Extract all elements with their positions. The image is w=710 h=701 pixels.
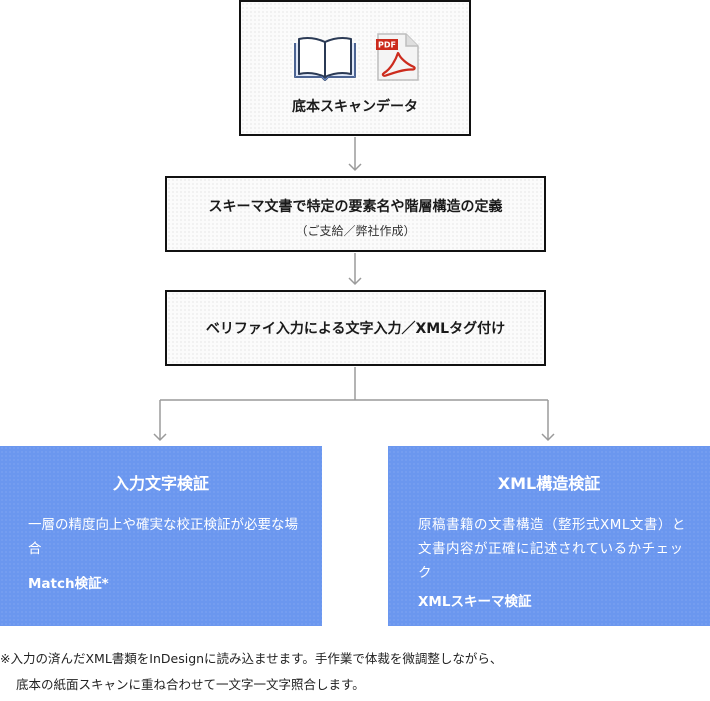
source-scan-label: 底本スキャンデータ — [292, 99, 418, 115]
xml-schema-tag: XMLスキーマ検証 — [418, 594, 532, 610]
pdf-badge-label: PDF — [378, 41, 396, 50]
footnote-line-1: ※入力の済んだXML書類をInDesignに読み込ませます。手作業で体裁を微調整… — [0, 651, 503, 666]
xml-structure-body: 原稿書籍の文書構造（整形式XML文書）と文書内容が正確に記述されているかチェック — [418, 517, 686, 581]
verify-input-label: ベリファイ入力による文字入力／XMLタグ付け — [205, 321, 506, 337]
pdf-file-icon: PDF — [376, 33, 419, 81]
schema-definition-box: スキーマ文書で特定の要素名や階層構造の定義 （ご支給／弊社作成） — [165, 176, 546, 252]
xml-structure-panel: XML構造検証 原稿書籍の文書構造（整形式XML文書）と文書内容が正確に記述され… — [388, 446, 710, 626]
text-verification-panel: 入力文字検証 一層の精度向上や確実な校正検証が必要な場合 Match検証* — [0, 446, 322, 626]
footnote-line-2: 底本の紙面スキャンに重ね合わせて一文字一文字照合します。 — [16, 677, 365, 692]
schema-definition-label: スキーマ文書で特定の要素名や階層構造の定義 — [208, 199, 503, 215]
verify-input-box: ベリファイ入力による文字入力／XMLタグ付け — [165, 290, 546, 366]
match-verification-tag: Match検証* — [28, 576, 109, 592]
schema-definition-sublabel: （ご支給／弊社作成） — [295, 224, 416, 238]
xml-structure-title: XML構造検証 — [497, 474, 601, 493]
book-icon — [294, 37, 356, 81]
text-verification-body: 一層の精度向上や確実な校正検証が必要な場合 — [28, 517, 298, 557]
text-verification-title: 入力文字検証 — [112, 474, 209, 493]
source-scan-box: PDF 底本スキャンデータ — [239, 0, 471, 136]
